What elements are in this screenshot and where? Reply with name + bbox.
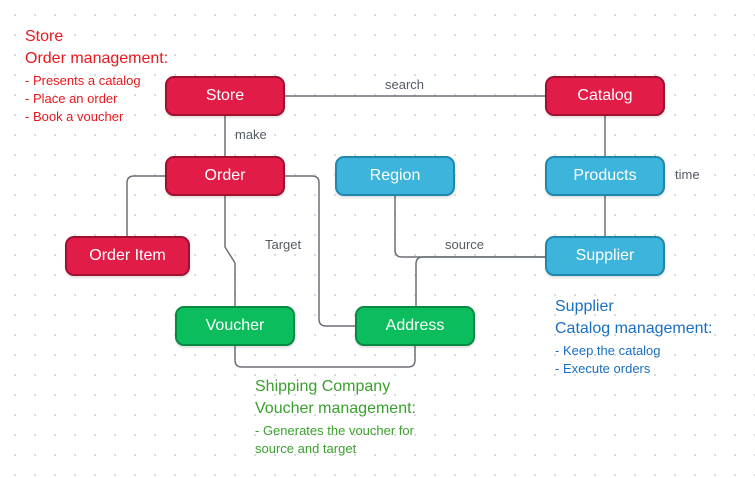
supplier-note-subtitle: Catalog management: <box>555 320 713 337</box>
store-note-subtitle: Order management: <box>25 50 169 67</box>
order-item-node[interactable]: Order Item <box>65 236 190 276</box>
voucher-address-connector <box>234 346 416 368</box>
target-edge-label: Target <box>265 237 302 252</box>
region-supplier-connector <box>394 196 545 258</box>
voucher-node[interactable]: Voucher <box>175 306 295 346</box>
make-edge-label: make <box>235 127 267 142</box>
store-note-item: - Presents a catalog <box>25 73 141 88</box>
supplier-node[interactable]: Supplier <box>545 236 665 276</box>
search-edge-label: search <box>385 77 425 92</box>
catalog-node[interactable]: Catalog <box>545 76 665 116</box>
store-note: Store Order management: - Presents a cat… <box>25 26 168 126</box>
source-edge-label: source <box>445 237 485 252</box>
shipping-note-item: source and target <box>255 441 357 456</box>
store-note-list: - Presents a catalog - Place an order - … <box>25 72 168 126</box>
products-node[interactable]: Products <box>545 156 665 196</box>
region-node[interactable]: Region <box>335 156 455 196</box>
shipping-note-subtitle: Voucher management: <box>255 400 416 417</box>
supplier-note-list: - Keep the catalog - Execute orders <box>555 342 712 378</box>
store-note-item: - Place an order <box>25 91 118 106</box>
shipping-note: Shipping Company Voucher management: - G… <box>255 376 416 458</box>
address-node[interactable]: Address <box>355 306 475 346</box>
supplier-note: Supplier Catalog management: - Keep the … <box>555 296 712 378</box>
store-note-item: - Book a voucher <box>25 109 124 124</box>
order-address-connector <box>285 175 355 327</box>
supplier-note-title: Supplier <box>555 298 614 315</box>
shipping-note-list: - Generates the voucher for source and t… <box>255 422 416 458</box>
shipping-note-title: Shipping Company <box>255 378 391 395</box>
supplier-note-item: - Execute orders <box>555 361 651 376</box>
order-voucher-connector <box>224 196 236 306</box>
order-node[interactable]: Order <box>165 156 285 196</box>
order-orderitem-connector <box>126 175 165 236</box>
store-note-title: Store <box>25 28 64 45</box>
time-edge-label: time <box>675 167 700 182</box>
supplier-address-connector <box>415 256 545 306</box>
store-node[interactable]: Store <box>165 76 285 116</box>
supplier-note-item: - Keep the catalog <box>555 343 661 358</box>
shipping-note-item: - Generates the voucher for <box>255 423 414 438</box>
